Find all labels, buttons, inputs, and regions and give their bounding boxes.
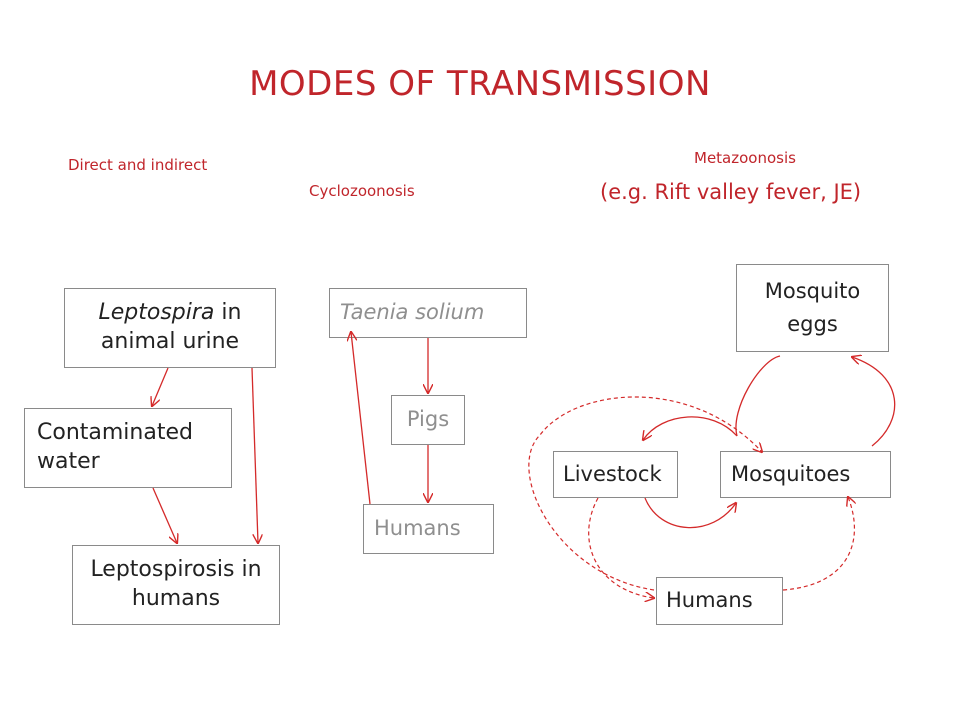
arc-eggs-cycle [852,357,896,447]
pigs-label: Pigs [406,407,450,432]
box-humans-meta: Humans [656,577,783,625]
arrow-humans-to-taenia [351,332,371,505]
box-leptospirosis-humans: Leptospirosis in humans [72,545,280,625]
leptospira-italic: Leptospira [98,300,215,326]
box-taenia-solium: Taenia solium [329,288,527,338]
arc-mosquitoes-to-eggs [735,355,781,437]
arc-mosquitoes-to-livestock [643,416,738,440]
section-label-cyclozoonosis: Cyclozoonosis [309,182,415,200]
box-livestock: Livestock [553,451,678,498]
taenia-solium-label: Taenia solium [340,300,485,325]
dashed-humans-to-mosquitoes [782,497,854,591]
humans-cyclo-label: Humans [374,516,461,541]
humans-meta-label: Humans [666,588,753,613]
leptospirosis-humans-label: Leptospirosis in humans [90,557,262,611]
arc-livestock-to-mosquitoes [644,497,736,529]
contaminated-water-label: Contaminated water [37,420,193,474]
box-leptospira-source: Leptospira in animal urine [64,288,276,368]
leptospira-rest: in animal urine [100,300,242,354]
dashed-livestock-to-humans [588,497,654,598]
mosquito-eggs-label: Mosquito eggs [764,279,861,336]
mosquitoes-label: Mosquitoes [731,461,851,486]
section-label-direct: Direct and indirect [68,156,208,174]
box-pigs: Pigs [391,395,465,445]
box-mosquito-eggs: Mosquito eggs [736,264,889,352]
page-title: MODES OF TRANSMISSION [249,64,711,104]
section-label-metazoonosis: Metazoonosis [694,149,796,167]
box-contaminated-water: Contaminated water [24,408,232,488]
livestock-label: Livestock [563,461,662,486]
box-humans-cyclo: Humans [363,504,494,554]
dashed-humans-to-mosquitoes-outer [528,396,762,591]
arrow-water-to-humans [152,487,177,543]
box-mosquitoes: Mosquitoes [720,451,891,498]
arrow-source-to-water [152,367,169,406]
metazoonosis-example: (e.g. Rift valley fever, JE) [600,180,862,204]
arrow-source-to-humans [251,367,258,543]
